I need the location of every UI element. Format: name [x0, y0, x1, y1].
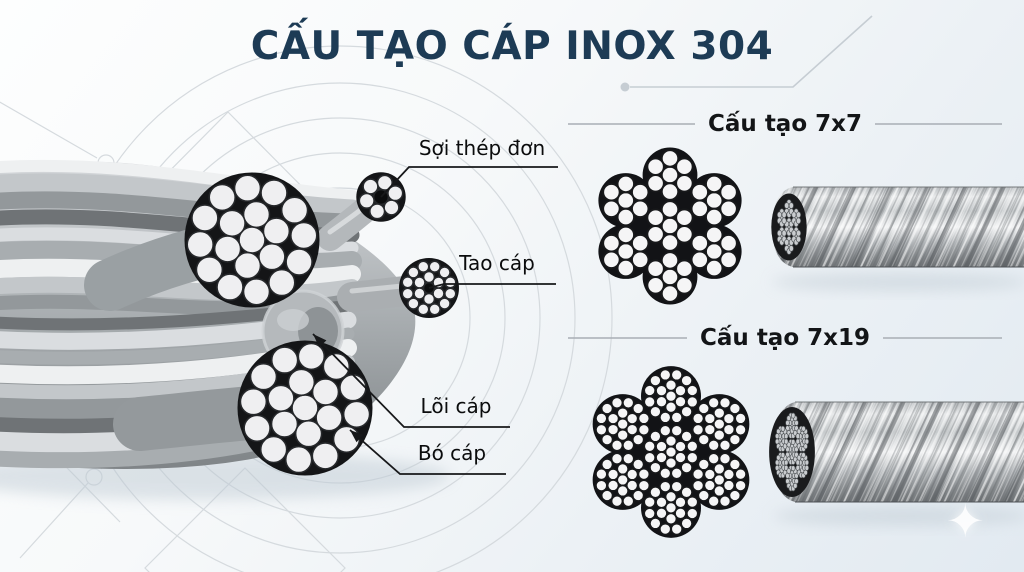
title-circuit-decoration: [620, 15, 873, 92]
cable-7x19-cut-end: [769, 407, 815, 497]
callout-leader-lines: [312, 166, 558, 475]
sparkle-icon: ✦: [946, 494, 985, 548]
page-title: CẤU TẠO CÁP INOX 304: [250, 24, 774, 69]
heading-line-right: [874, 123, 1003, 125]
cable-7x7-cut-end: [771, 193, 807, 261]
section-heading-7x7: Cấu tạo 7x7: [568, 111, 1003, 137]
arrowhead-bundle: [350, 430, 364, 443]
callout-wire-text: Sợi thép đơn: [418, 136, 546, 160]
arrowhead-core: [313, 334, 327, 348]
frayed-cable-illustration: [0, 159, 459, 476]
leader-wire: [380, 166, 558, 198]
callout-strand-text: Tao cáp: [459, 251, 535, 275]
callout-label-bundle: Bó cáp: [396, 442, 508, 465]
callout-bundle-text: Bó cáp: [417, 441, 487, 465]
callout-label-strand: Tao cáp: [436, 252, 558, 275]
heading-7x7-text: Cấu tạo 7x7: [708, 111, 862, 137]
leader-strand: [428, 283, 556, 289]
heading-line-left: [568, 123, 696, 125]
cable-7x19-photo: [769, 401, 1024, 503]
callout-label-core: Lõi cáp: [400, 395, 512, 418]
cross-section-7x7-diagram: [598, 147, 742, 305]
callout-core-text: Lõi cáp: [420, 394, 492, 418]
leader-bundle: [349, 429, 506, 475]
section-heading-7x19: Cấu tạo 7x19: [568, 325, 1003, 351]
leader-core: [312, 333, 510, 428]
heading-line-left: [568, 337, 688, 339]
cross-section-7x19-diagram: [592, 366, 750, 538]
callout-label-wire: Sợi thép đơn: [402, 137, 562, 160]
heading-line-right: [882, 337, 1003, 339]
heading-7x19-text: Cấu tạo 7x19: [700, 325, 870, 351]
cable-7x7-photo: [771, 186, 1024, 268]
wire-end-clusters: [184, 172, 459, 476]
